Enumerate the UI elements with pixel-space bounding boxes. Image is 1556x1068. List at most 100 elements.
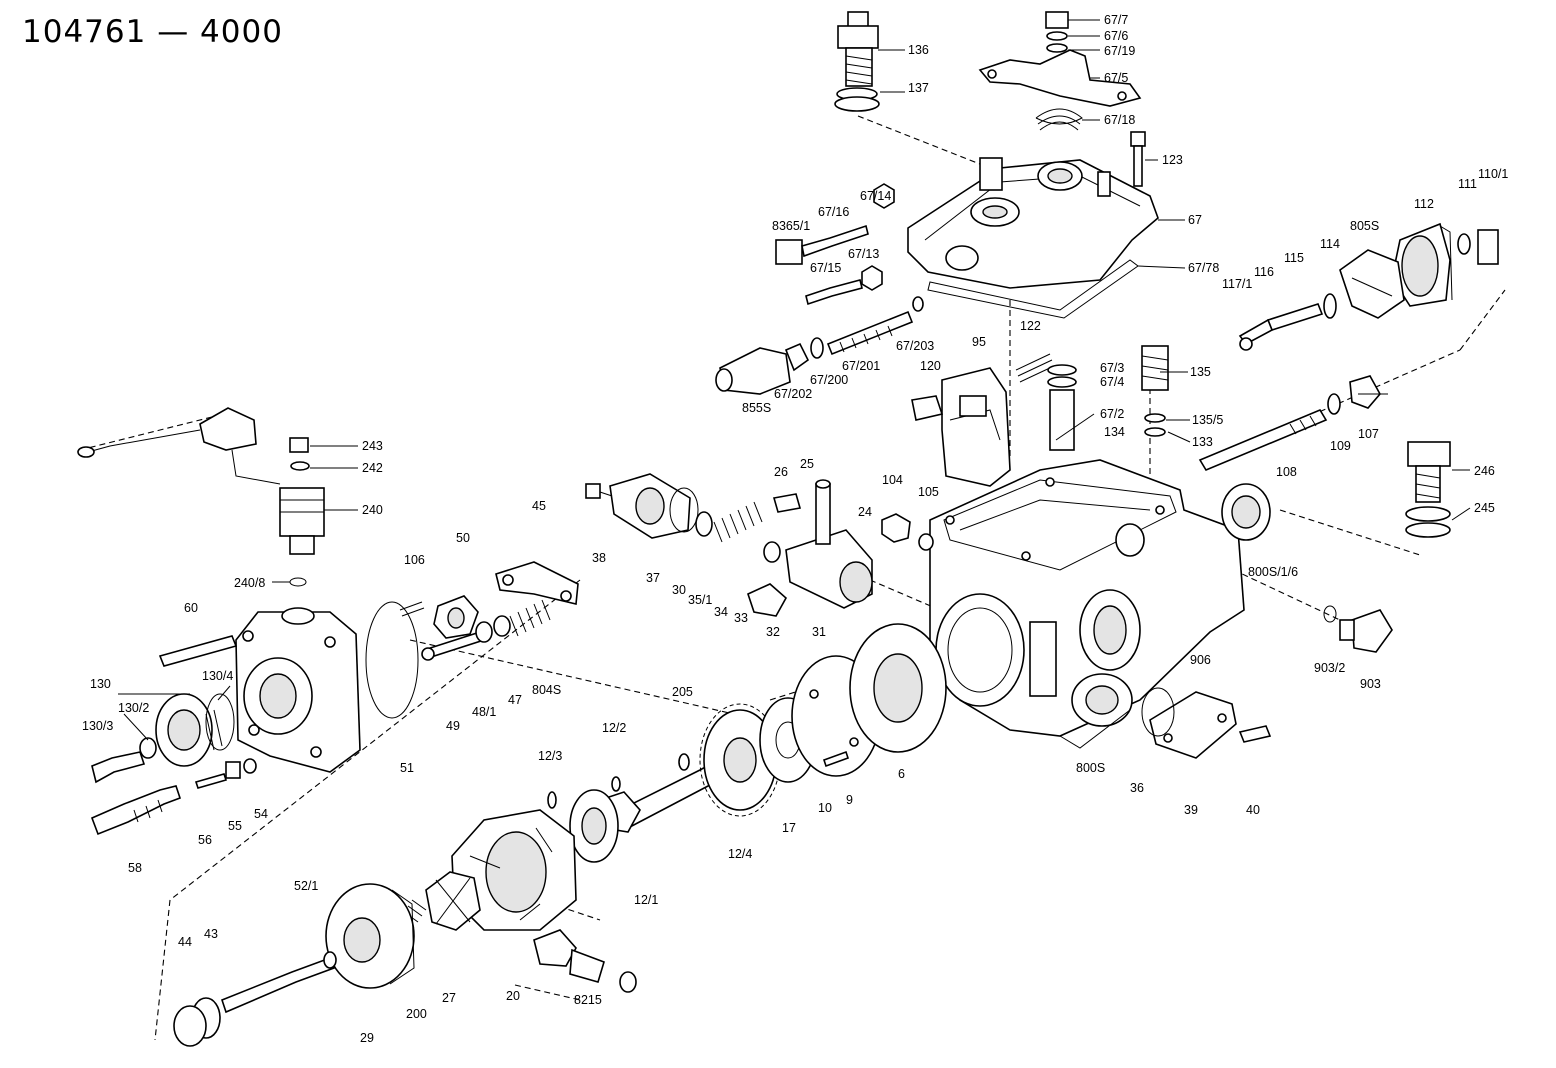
label-67-3: 67/3 — [1100, 361, 1124, 375]
label-27: 27 — [442, 991, 456, 1005]
label-67-7: 67/7 — [1104, 13, 1128, 27]
label-40: 40 — [1246, 803, 1260, 817]
label-107: 107 — [1358, 427, 1379, 441]
label-243: 243 — [362, 439, 383, 453]
label-43: 43 — [204, 927, 218, 941]
label-30: 30 — [672, 583, 686, 597]
label-67-16: 67/16 — [818, 205, 849, 219]
label-116: 116 — [1254, 265, 1274, 279]
label-800S: 800S — [1076, 761, 1105, 775]
label-906: 906 — [1190, 653, 1211, 667]
label-49: 49 — [446, 719, 460, 733]
label-36: 36 — [1130, 781, 1144, 795]
label-34: 34 — [714, 605, 728, 619]
label-903: 903 — [1360, 677, 1381, 691]
label-51: 51 — [400, 761, 414, 775]
label-60: 60 — [184, 601, 198, 615]
label-115: 115 — [1284, 251, 1304, 265]
label-24: 24 — [858, 505, 872, 519]
label-31: 31 — [812, 625, 826, 639]
label-67: 67 — [1188, 213, 1202, 227]
label-133: 133 — [1192, 435, 1213, 449]
label-48-1: 48/1 — [472, 705, 496, 719]
label-67-18: 67/18 — [1104, 113, 1135, 127]
label-38: 38 — [592, 551, 606, 565]
label-245: 245 — [1474, 501, 1495, 515]
label-804S: 804S — [532, 683, 561, 697]
label-109: 109 — [1330, 439, 1351, 453]
label-55: 55 — [228, 819, 242, 833]
label-903-2: 903/2 — [1314, 661, 1345, 675]
label-130-2: 130/2 — [118, 701, 149, 715]
label-67-201: 67/201 — [842, 359, 880, 373]
label-26: 26 — [774, 465, 788, 479]
label-67-202: 67/202 — [774, 387, 812, 401]
label-106: 106 — [404, 553, 425, 567]
label-112: 112 — [1414, 197, 1434, 211]
label-122: 122 — [1020, 319, 1041, 333]
label-246: 246 — [1474, 464, 1495, 478]
label-32: 32 — [766, 625, 780, 639]
label-108: 108 — [1276, 465, 1297, 479]
label-17: 17 — [782, 821, 796, 835]
adjusting-screw-assembly — [715, 296, 924, 395]
label-9: 9 — [846, 793, 853, 807]
label-47: 47 — [508, 693, 522, 707]
label-12-3: 12/3 — [538, 749, 562, 763]
label-67-203: 67/203 — [896, 339, 934, 353]
label-134: 134 — [1104, 425, 1125, 439]
part-labels: 67/7 67/6 67/19 67/5 67/18 136 137 123 6… — [82, 13, 1508, 1045]
label-52-1: 52/1 — [294, 879, 318, 893]
distributor-head — [77, 407, 579, 836]
label-104: 104 — [882, 473, 903, 487]
label-67-15: 67/15 — [810, 261, 841, 275]
label-242: 242 — [362, 461, 383, 475]
label-35-1: 35/1 — [688, 593, 712, 607]
label-33: 33 — [734, 611, 748, 625]
drawing-number: 104761 — 4000 — [22, 14, 283, 50]
label-200: 200 — [406, 1007, 427, 1021]
label-54: 54 — [254, 807, 268, 821]
label-130: 130 — [90, 677, 111, 691]
label-110-1: 110/1 — [1478, 167, 1508, 181]
label-136: 136 — [908, 43, 929, 57]
label-67-78: 67/78 — [1188, 261, 1219, 275]
label-120: 120 — [920, 359, 941, 373]
label-20: 20 — [506, 989, 520, 1003]
label-39: 39 — [1184, 803, 1198, 817]
label-805S: 805S — [1350, 219, 1379, 233]
label-6: 6 — [898, 767, 905, 781]
label-117-1: 117/1 — [1222, 277, 1252, 291]
label-12-4: 12/4 — [728, 847, 752, 861]
label-67-14: 67/14 — [860, 189, 891, 203]
drive-shaft-and-gear — [173, 623, 947, 1047]
adjustment-assembly-805S — [1238, 222, 1499, 351]
label-205: 205 — [672, 685, 693, 699]
label-800S-1-6: 800S/1/6 — [1248, 565, 1298, 579]
label-95: 95 — [972, 335, 986, 349]
label-114: 114 — [1320, 237, 1340, 251]
label-105: 105 — [918, 485, 939, 499]
label-855S: 855S — [742, 401, 771, 415]
label-135-5: 135/5 — [1192, 413, 1223, 427]
label-137: 137 — [908, 81, 929, 95]
label-130-4: 130/4 — [202, 669, 233, 683]
label-12-2: 12/2 — [602, 721, 626, 735]
label-37: 37 — [646, 571, 660, 585]
label-44: 44 — [178, 935, 192, 949]
cover-plate-39 — [1141, 687, 1272, 759]
label-67-5: 67/5 — [1104, 71, 1128, 85]
label-58: 58 — [128, 861, 142, 875]
pump-housing — [929, 441, 1451, 749]
label-10: 10 — [818, 801, 832, 815]
label-67-2: 67/2 — [1100, 407, 1124, 421]
label-29: 29 — [360, 1031, 374, 1045]
label-240: 240 — [362, 503, 383, 517]
label-130-3: 130/3 — [82, 719, 113, 733]
label-8215: 8215 — [574, 993, 602, 1007]
governor-cover-assembly — [775, 11, 1159, 319]
label-135: 135 — [1190, 365, 1211, 379]
label-67-19: 67/19 — [1104, 44, 1135, 58]
label-56: 56 — [198, 833, 212, 847]
